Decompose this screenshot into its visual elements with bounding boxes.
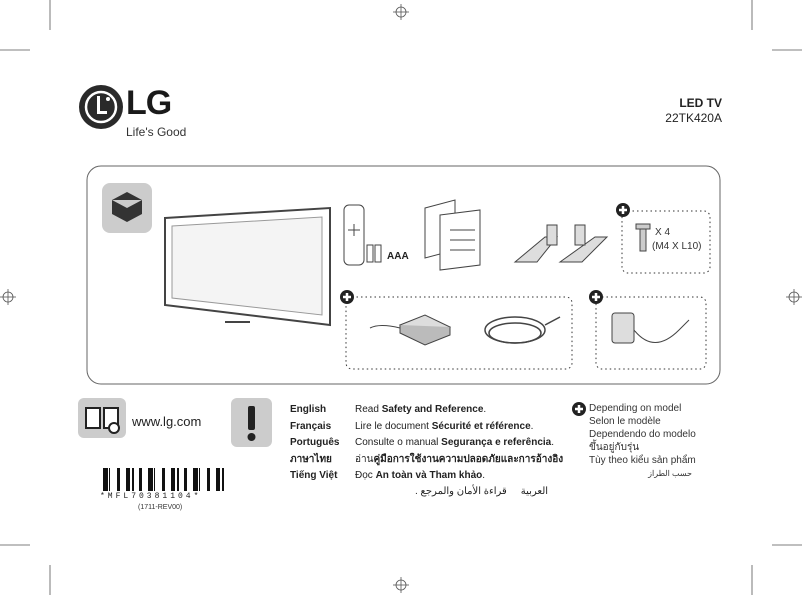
brand-slogan: Life's Good bbox=[126, 125, 187, 139]
language-name: English bbox=[290, 404, 327, 415]
stand-illustration bbox=[513, 224, 609, 263]
remote-illustration bbox=[343, 204, 382, 266]
language-instructions: Read Safety and Reference. Lire le docum… bbox=[355, 404, 564, 481]
website-link[interactable]: www.lg.com bbox=[132, 414, 202, 429]
arabic-instruction: العربية قراءة الأمان والمرجع . bbox=[415, 486, 549, 497]
language-name: Tiếng Việt bbox=[290, 470, 338, 481]
battery-label: AAA bbox=[387, 251, 409, 262]
barcode bbox=[103, 468, 224, 491]
adapter-illustration bbox=[369, 314, 452, 346]
model-note: Depending on model Selon le modèle Depen… bbox=[589, 403, 696, 478]
tv-illustration bbox=[164, 206, 331, 327]
language-name: ภาษาไทย bbox=[290, 453, 332, 465]
screw-quantity: X 4 bbox=[655, 227, 670, 238]
language-names: English Français Português ภาษาไทย Tiếng… bbox=[290, 402, 339, 485]
language-name: Français bbox=[290, 420, 332, 432]
box-icon bbox=[102, 183, 152, 233]
barcode-text: *MFL70381104* bbox=[100, 492, 202, 501]
language-name: Português bbox=[290, 437, 340, 448]
plus-icon bbox=[572, 402, 586, 416]
screw-illustration bbox=[635, 223, 651, 252]
screw-spec: (M4 X L10) bbox=[652, 241, 701, 252]
brand-name: LG bbox=[126, 84, 172, 122]
power-cord-illustration bbox=[484, 316, 561, 344]
wall-adapter-illustration bbox=[611, 312, 690, 344]
book-icon bbox=[78, 398, 126, 438]
manual-illustration bbox=[424, 199, 481, 271]
revision-code: (1711-REV00) bbox=[138, 504, 183, 511]
lg-logo-icon bbox=[79, 85, 123, 129]
product-type: LED TV bbox=[679, 96, 722, 110]
warning-icon bbox=[231, 398, 272, 447]
package-contents-panel: X 4 (M4 X L10) AAA bbox=[86, 165, 721, 385]
model-number: 22TK420A bbox=[665, 111, 722, 125]
